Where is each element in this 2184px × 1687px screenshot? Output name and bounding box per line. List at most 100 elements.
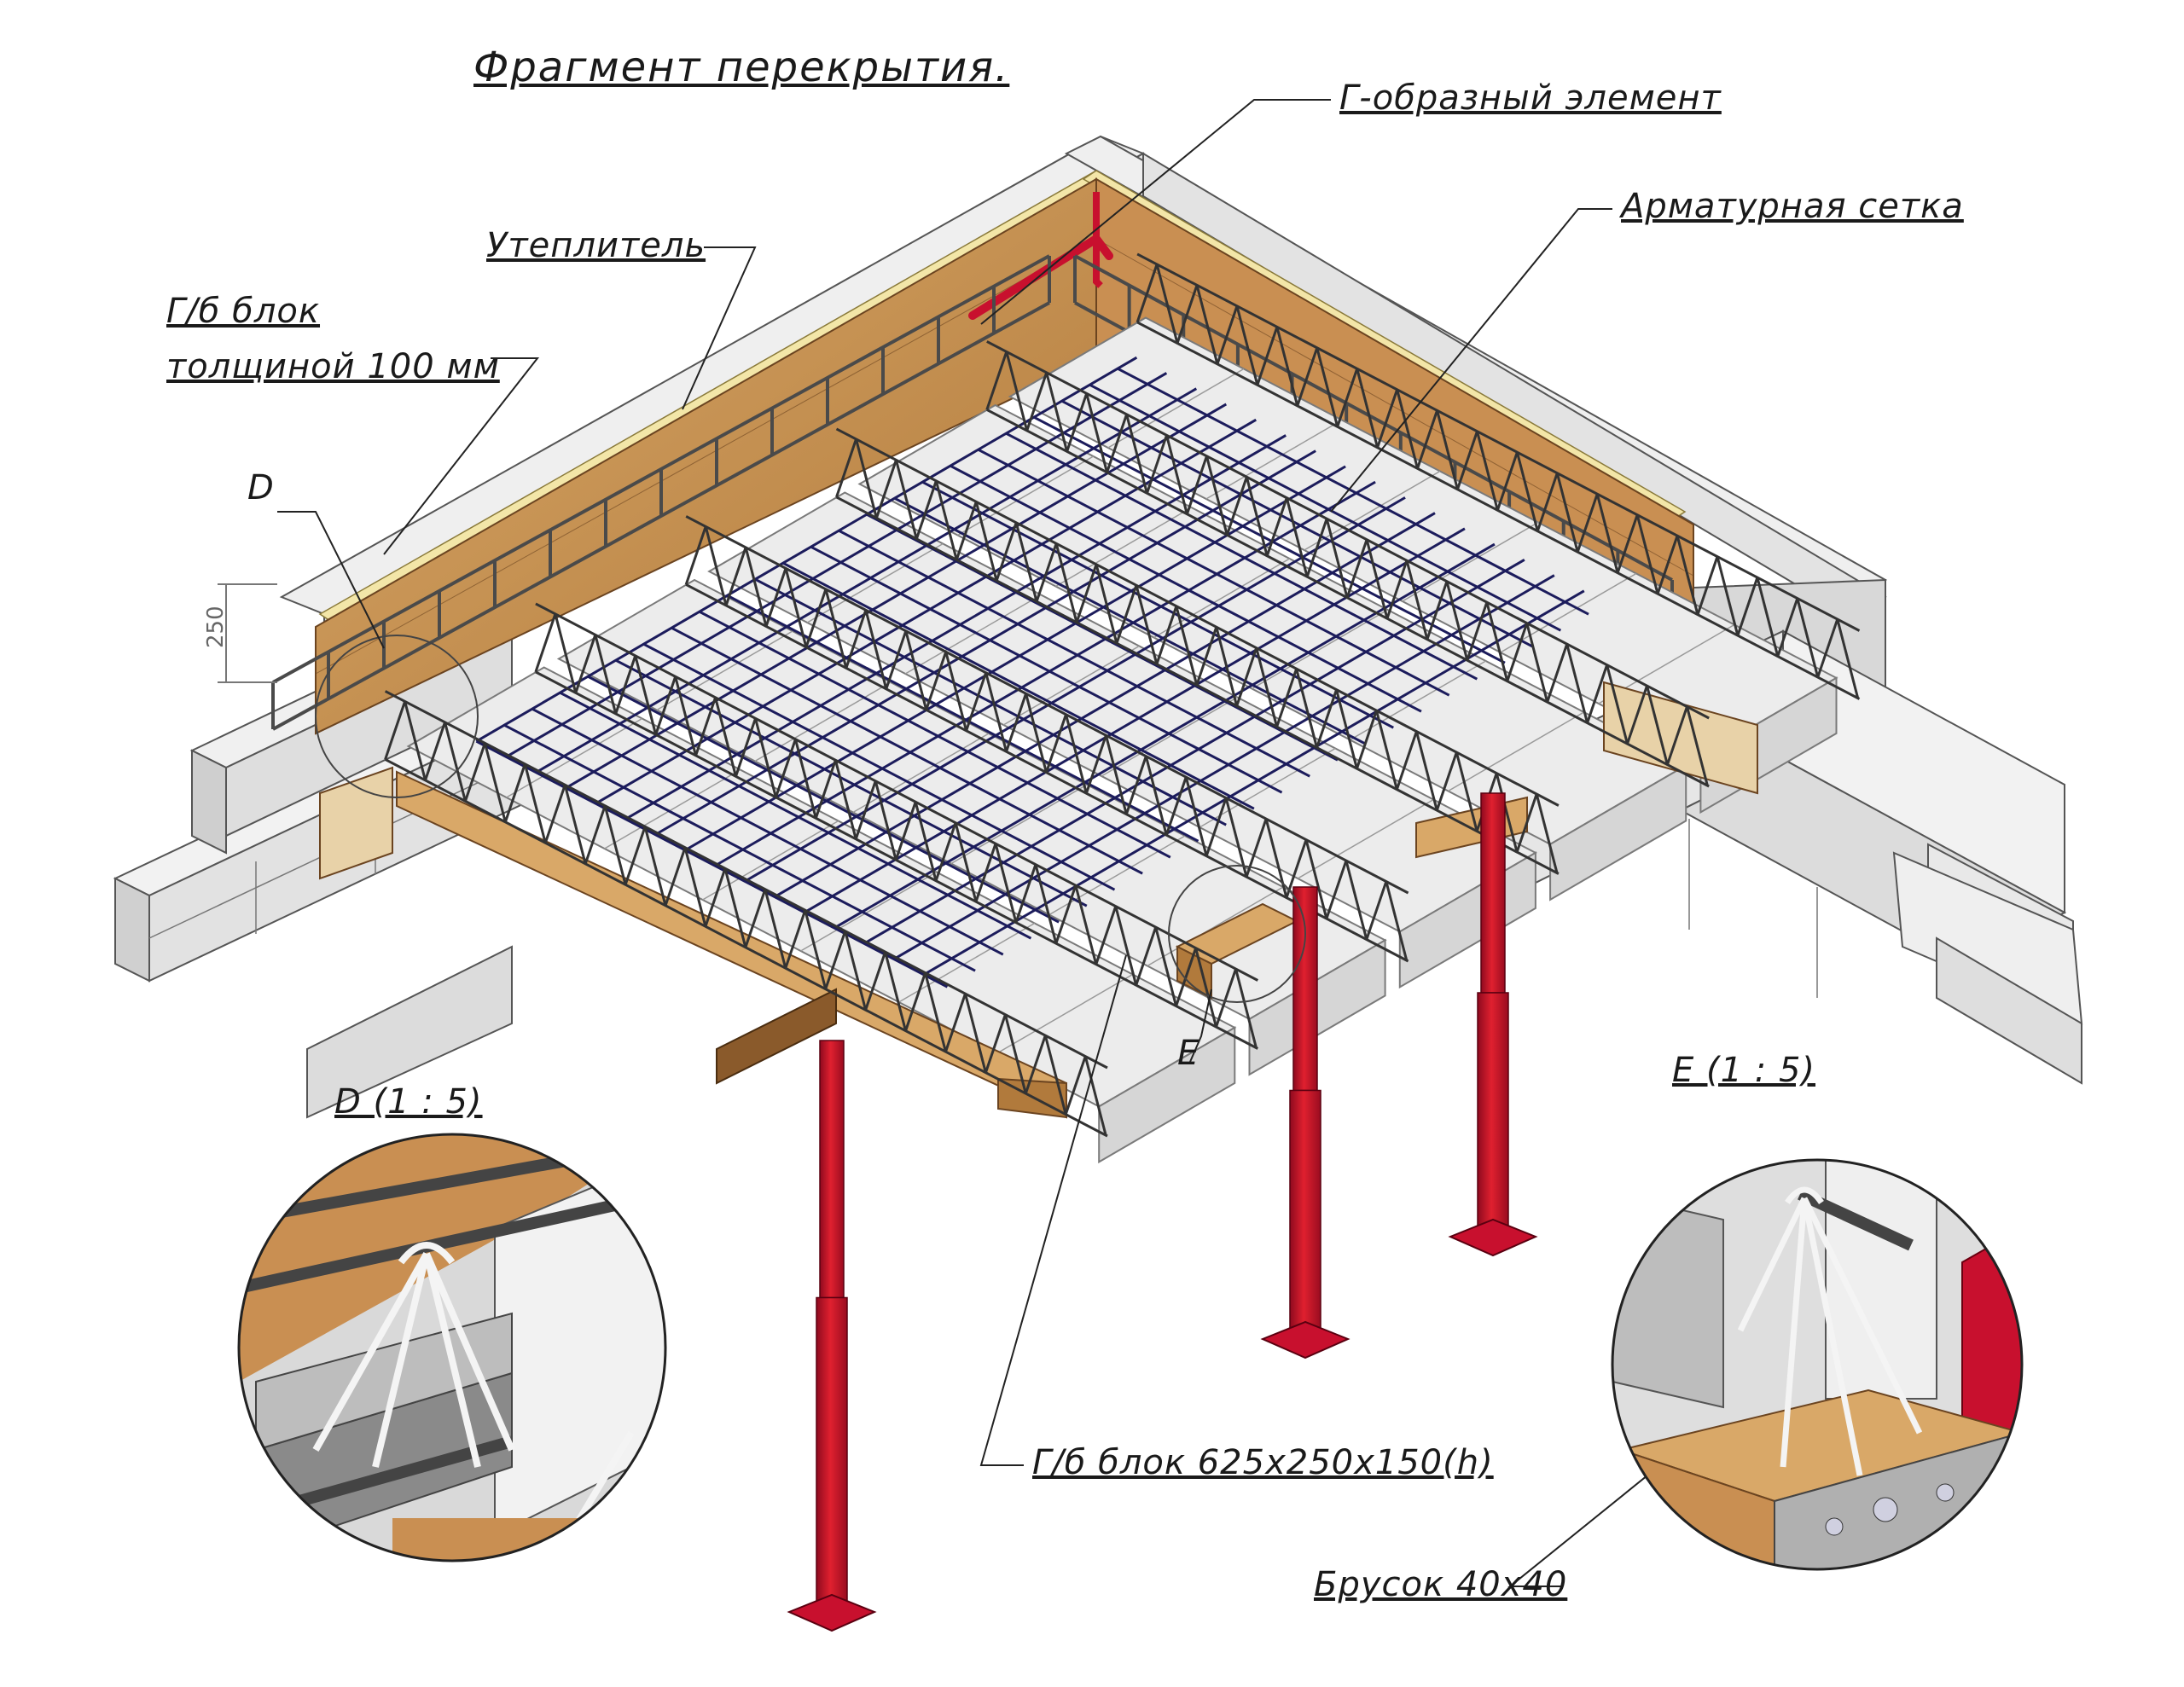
girder-diagonal [1515, 793, 1538, 853]
slab-block-joint [1002, 645, 1140, 726]
mesh-bar [782, 561, 1255, 810]
girder-diagonal [1515, 451, 1539, 532]
girder-diagonal [985, 351, 1008, 410]
slab-block-joint [1153, 558, 1290, 639]
girder-diagonal [965, 672, 988, 732]
girder-diagonal [1034, 864, 1058, 944]
mesh-bar [595, 418, 1257, 805]
girder-diagonal [1385, 559, 1409, 619]
girder-diagonal [1154, 926, 1178, 1006]
girder-diagonal [1606, 664, 1629, 745]
girder-diagonal [1295, 668, 1318, 749]
girder-diagonal [654, 675, 677, 735]
dimension-250 [218, 583, 277, 683]
girder-diagonal [724, 547, 747, 606]
girder-diagonal [885, 630, 908, 690]
slab-block-joint [702, 820, 839, 901]
girder-diagonal [915, 480, 938, 540]
girder-diagonal [1506, 623, 1529, 682]
girder-diagonal [1426, 581, 1449, 641]
mesh-bar [866, 513, 1339, 762]
girder-diagonal [534, 613, 557, 673]
girder-diagonal [1595, 493, 1619, 574]
girder-diagonal [1066, 392, 1089, 452]
slab-block-joint [1199, 747, 1336, 828]
girder-diagonal [894, 801, 917, 861]
mesh-bar [1117, 367, 1589, 616]
girder-diagonal [1265, 497, 1288, 557]
girder-diagonal [1275, 326, 1299, 407]
mesh-bar [531, 707, 1004, 956]
label-slab-block: Г/б блок 625x250x150(h) [1032, 1443, 1494, 1482]
girder-diagonal [974, 501, 998, 582]
girder-diagonal [1146, 434, 1168, 494]
girder-diagonal [1045, 372, 1069, 452]
girder-diagonal [1365, 881, 1388, 941]
mesh-bar [475, 739, 949, 988]
girder-diagonal [914, 801, 938, 882]
girder-diagonal [384, 700, 407, 760]
girder-diagonal [1416, 409, 1438, 469]
mesh-bar [642, 642, 1116, 891]
slab-block-joint [898, 922, 1036, 1003]
callout-circle-d [315, 635, 479, 798]
mesh-bar [863, 559, 1525, 945]
girder-diagonal [955, 501, 978, 560]
girder-diagonal [1275, 668, 1298, 728]
leader-lines [277, 99, 1733, 1587]
girder-diagonal [1003, 1014, 1027, 1094]
mesh-bar [624, 434, 1287, 820]
girder-diagonal [1565, 643, 1589, 723]
girder-diagonal [543, 784, 566, 844]
girder-diagonal [694, 697, 717, 757]
prop-base-plate [787, 1593, 877, 1632]
lattice-girders [384, 252, 1861, 1138]
girder-diagonal [744, 547, 768, 627]
girder-bottom-chord [1136, 321, 1861, 700]
girder-diagonal [764, 567, 787, 627]
girder-diagonal [483, 742, 507, 823]
girder-diagonal [1456, 431, 1478, 490]
prop-inner-tube [1480, 792, 1506, 994]
girder-diagonal [924, 972, 947, 1052]
girder-diagonal [1405, 559, 1429, 641]
girder-diagonal [1256, 326, 1279, 386]
girder-diagonal [1054, 542, 1078, 623]
mesh-bar [505, 372, 1168, 758]
girder-diagonal [1836, 618, 1860, 699]
girder-diagonal [744, 889, 767, 948]
mesh-bar [921, 480, 1394, 729]
girder-diagonal [1336, 368, 1359, 427]
girder-diagonal [814, 759, 837, 819]
girder-diagonal [1135, 584, 1159, 665]
girder-top-chord [685, 515, 1409, 895]
girder-diagonal [1285, 497, 1309, 577]
girder-diagonal [603, 805, 627, 885]
girder-diagonal [554, 613, 578, 693]
girder-diagonal [404, 701, 427, 781]
girder-bottom-chord [384, 758, 1108, 1138]
girder-diagonal [1245, 476, 1269, 557]
girder-diagonal [1136, 264, 1159, 323]
girder-diagonal [1435, 751, 1458, 811]
girder-diagonal [1025, 693, 1048, 774]
prop-base-plate [1448, 1218, 1538, 1257]
girder-diagonal [964, 993, 987, 1073]
girder-bottom-chord [535, 670, 1258, 1050]
girder-diagonal [1536, 472, 1559, 532]
girder-diagonal [884, 951, 908, 1032]
girder-diagonal [934, 480, 958, 560]
mesh-bar [615, 658, 1088, 907]
girder-diagonal [1014, 864, 1037, 924]
girder-diagonal [683, 847, 707, 927]
girder-diagonal [1084, 734, 1107, 794]
slab-block-joint [996, 973, 1134, 1054]
girder-diagonal [1045, 714, 1067, 774]
girder-diagonal [1074, 884, 1098, 965]
slab-block-joint [1402, 521, 1539, 602]
mesh-bar [671, 626, 1143, 875]
girder-diagonal [1626, 685, 1648, 745]
girder-diagonal [1716, 556, 1740, 636]
girder-diagonal [1014, 522, 1038, 602]
girder-diagonal [1175, 606, 1199, 686]
